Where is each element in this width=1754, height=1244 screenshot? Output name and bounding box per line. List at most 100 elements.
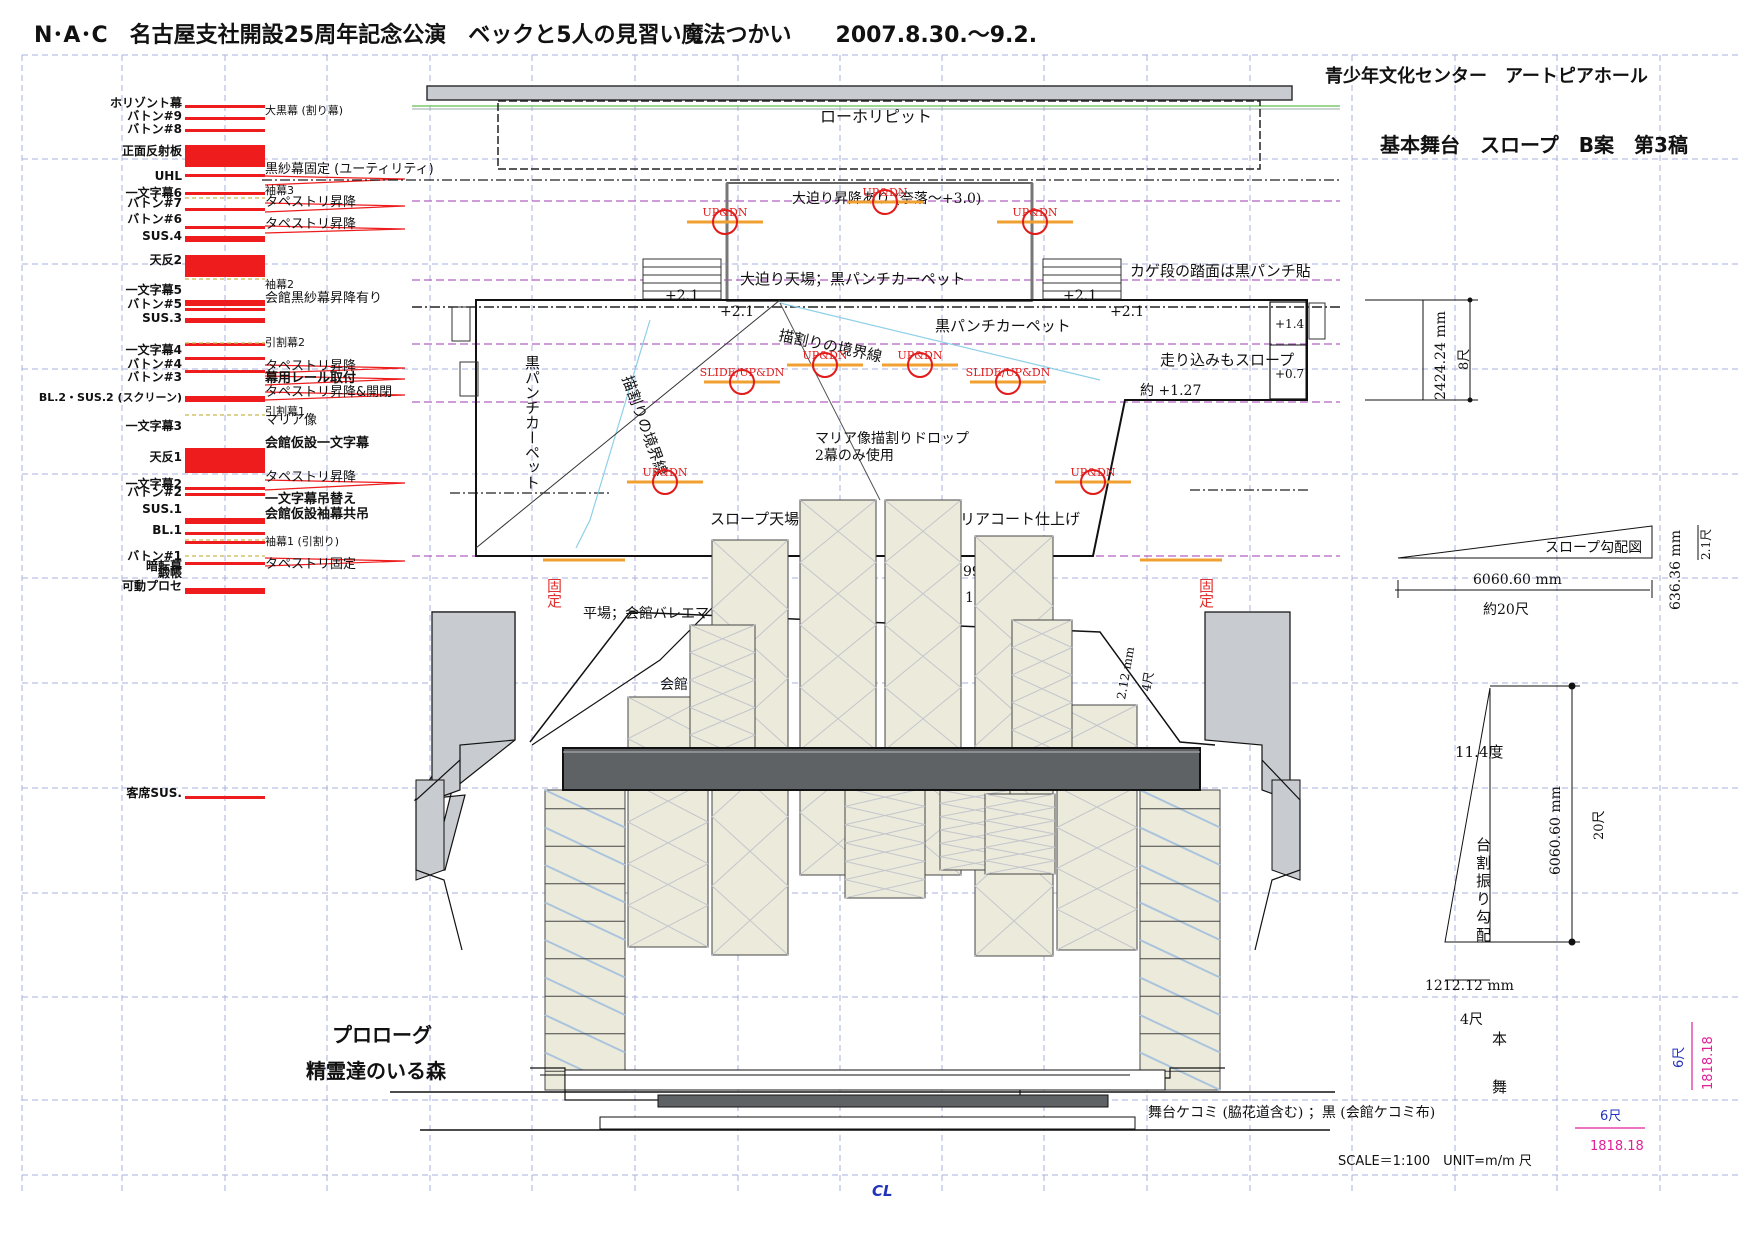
fixed-left-label: 固定 <box>545 578 563 609</box>
painted-boundary-line-2 <box>475 299 781 549</box>
grid-h-shaku: 6尺 <box>1600 1109 1621 1124</box>
batten-bar-0 <box>185 105 265 108</box>
plus21-left-step: +2.1 <box>665 288 699 304</box>
batten-block-4 <box>185 300 265 306</box>
rake-shaku-label: 20尺 <box>1592 810 1607 840</box>
batten-bar-8 <box>185 343 265 346</box>
clear-coat-label: リアコート仕上げ <box>960 510 1080 528</box>
height-dimension <box>1365 297 1478 403</box>
batten-bar-3 <box>185 174 265 177</box>
kage-dan-label: カゲ段の踏面は黒パンチ貼 <box>1130 262 1311 280</box>
left-label-5: 一文字幕6 <box>126 185 182 200</box>
maria-drop-label-2: 2幕のみ使用 <box>815 447 894 464</box>
rake-diagram <box>1444 682 1580 981</box>
batten-bar-2 <box>185 129 265 132</box>
height-shaku-label: 8尺 <box>1457 349 1472 370</box>
hon2-label: 舞 <box>1492 1078 1507 1096</box>
grid-v-shaku: 6尺 <box>1672 1047 1687 1068</box>
slope-title: スロープ勾配図 <box>1545 540 1642 556</box>
black-punch-label: 黒パンチカーペット <box>935 317 1071 335</box>
left-label-25: 緞帳 <box>158 565 182 580</box>
right-label-1: 黒紗幕固定 (ユーティリティ) <box>265 162 434 177</box>
rake-mm-label: 6060.60 mm <box>1548 786 1564 875</box>
low-horizont-pit <box>497 100 1261 170</box>
wedge-line-2 <box>264 225 406 234</box>
base-mm-label: 1212.12 mm <box>1425 978 1514 994</box>
batten-block-7 <box>185 518 265 524</box>
big-lift-top-label: 大迫り天場；黒パンチカーペット <box>740 270 966 288</box>
lift-circle-6 <box>995 369 1021 395</box>
right-label-11: 引割幕1 <box>265 404 305 418</box>
right-label-17: 袖幕1 (引割り) <box>265 534 339 548</box>
lift-label-5: UP&DN <box>898 349 943 362</box>
lift-label-8: UP&DN <box>1071 466 1116 479</box>
left-label-8: SUS.4 <box>142 229 182 243</box>
approx-height-label: 約 +1.27 <box>1140 383 1201 399</box>
lift-circle-5 <box>907 352 933 378</box>
prologue-label-1: プロローグ <box>332 1023 432 1047</box>
lift-label-4: UP&DN <box>803 349 848 362</box>
left-label-0: ホリゾント幕 <box>110 95 183 110</box>
batten-block-8 <box>185 588 265 594</box>
painted-boundary-line <box>575 319 651 549</box>
right-label-8: タペストリ昇降 <box>265 359 356 374</box>
side-tapestry-1 <box>1139 789 1221 1091</box>
daiwari-2: 割 <box>1476 854 1491 872</box>
lift-circle-4 <box>812 352 838 378</box>
drawing-subtitle: 基本舞台 スロープ B案 第3稿 <box>1380 133 1688 157</box>
side-tapestry-0 <box>544 789 626 1091</box>
left-side-block-2 <box>459 361 479 397</box>
lift-label-1: UP&DN <box>863 186 908 199</box>
right-label-0: 大黒幕 (割り幕) <box>265 103 343 117</box>
centerline-label: CL <box>872 1182 893 1200</box>
left-label-column: ホリゾント幕バトン#9バトン#8正面反射板UHL一文字幕6バトン#7バトン#6S… <box>39 95 183 800</box>
batten-bar-5 <box>185 208 265 211</box>
black-punch-vertical: 黒パンチカーペット <box>523 355 541 490</box>
wedge-line-6 <box>264 479 406 491</box>
batten-bar-13 <box>185 487 265 490</box>
right-side-block <box>1308 302 1326 340</box>
lift-label-0: UP&DN <box>703 206 748 219</box>
wedge-line-0 <box>264 175 406 186</box>
lift-circle-8 <box>1080 469 1106 495</box>
batten-bar-9 <box>185 357 265 360</box>
flat-area-label: 平場；会館バレエマ <box>583 605 709 622</box>
small-dim-label: 2.12 mm <box>1114 645 1137 701</box>
left-label-16: BL.2・SUS.2 (スクリーン) <box>39 391 182 404</box>
left-label-23: 暗転幕 <box>146 558 183 573</box>
slope-length-shaku: 約20尺 <box>1483 602 1529 618</box>
right-label-column: 大黒幕 (割り幕)黒紗幕固定 (ユーティリティ)袖幕3タペストリ昇降タペストリ昇… <box>264 103 434 572</box>
lift-label-3: SLIDE/UP&DN <box>700 366 785 379</box>
left-label-4: UHL <box>155 169 183 183</box>
daiwari-5: 勾 <box>1476 908 1491 926</box>
height-mm-label: 2424.24 mm <box>1433 311 1449 400</box>
batten-bar-15 <box>185 532 265 535</box>
venue-name: 青少年文化センター アートピアホール <box>1325 65 1648 87</box>
left-side-block-1 <box>451 306 471 342</box>
slope-height-mm: 636.36 mm <box>1668 530 1684 610</box>
kage-steps-left <box>642 258 722 300</box>
plus21-center-right-label: +2.1 <box>1110 304 1144 320</box>
slope-length-mm: 6060.60 mm <box>1473 572 1562 588</box>
daiwari-1: 台 <box>1476 836 1491 854</box>
apron-steps <box>564 1069 1166 1091</box>
maria-drop-label-1: マリア像描割りドロップ <box>815 430 969 447</box>
grid-unit-indicator <box>1575 1022 1693 1129</box>
right-label-3: タペストリ昇降 <box>265 195 356 210</box>
hon-label: 本 <box>1492 1030 1507 1048</box>
slope-height-shaku: 2.1尺 <box>1699 529 1713 560</box>
grid-h-mm: 1818.18 <box>1590 1139 1644 1154</box>
batten-block-0 <box>185 145 265 167</box>
lift-circle-2 <box>1022 209 1048 235</box>
right-label-4: タペストリ昇降 <box>265 217 356 232</box>
big-lift-label: 大迫り昇降あり (奈落〜+3.0) <box>792 191 981 207</box>
right-label-13: 会館仮設一文字幕 <box>265 435 370 451</box>
kage-steps-right <box>1042 258 1122 300</box>
prosc-right-shape <box>1204 611 1291 801</box>
batten-bar-1 <box>185 117 265 120</box>
left-label-17: 一文字幕3 <box>126 418 182 433</box>
proscenium-bar <box>562 747 1201 791</box>
